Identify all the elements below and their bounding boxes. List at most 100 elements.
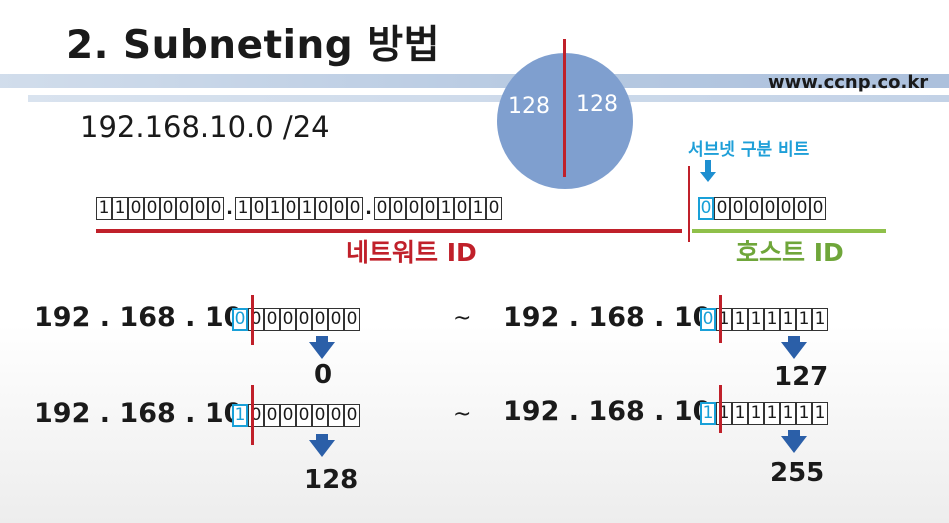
host-id-label: 호스트 ID <box>736 238 844 267</box>
bit-cell: 1 <box>732 308 748 331</box>
bit-cell: 0 <box>714 197 730 220</box>
subnet-bit-arrow <box>705 160 711 173</box>
bit-cell: 1 <box>267 197 283 220</box>
bit-cell: 0 <box>264 404 280 427</box>
bit-cell: 1 <box>470 197 486 220</box>
range2-start-arrow <box>309 440 335 457</box>
subnet-bit-label: 서브넷 구분 비트 <box>688 140 810 160</box>
bit-cell: 0 <box>746 197 762 220</box>
bit-cell: 0 <box>312 404 328 427</box>
circle-right-value: 128 <box>576 92 618 117</box>
circle-divider <box>563 39 566 177</box>
bit-cell: 0 <box>374 197 390 220</box>
subnet-bit-arrow-head <box>700 172 716 182</box>
bit-cell: 0 <box>390 197 406 220</box>
range1-end-divider <box>719 295 722 343</box>
bit-cell: 1 <box>700 402 716 425</box>
bit-cell: 0 <box>347 197 363 220</box>
bit-cell: 0 <box>422 197 438 220</box>
bit-cell: 0 <box>454 197 470 220</box>
host-id-underline <box>692 229 886 233</box>
bit-cell: 1 <box>748 402 764 425</box>
bit-cell: 0 <box>344 404 360 427</box>
bit-cell: 0 <box>160 197 176 220</box>
bit-cell: 1 <box>232 404 248 427</box>
header-band-thin <box>28 95 949 102</box>
range2-end-arrow-stem <box>788 430 800 436</box>
bit-cell: 0 <box>328 404 344 427</box>
header-band <box>0 74 949 88</box>
bit-cell: 0 <box>280 404 296 427</box>
network-host-divider <box>688 166 690 242</box>
range1-start-prefix: 192 . 168 . 10 . <box>34 302 263 333</box>
bit-cell: 1 <box>235 197 251 220</box>
bit-cell: 0 <box>251 197 267 220</box>
bit-cell: 1 <box>764 308 780 331</box>
bit-cell: 0 <box>192 197 208 220</box>
bit-cell: 0 <box>315 197 331 220</box>
bit-cell: 1 <box>764 402 780 425</box>
bit-cell: 0 <box>312 308 328 331</box>
bit-cell: 1 <box>796 308 812 331</box>
range2-start-result: 128 <box>304 465 359 495</box>
range2-start-prefix: 192 . 168 . 10 . <box>34 398 263 429</box>
bit-cell: 1 <box>812 402 828 425</box>
range1-end-arrow <box>781 342 807 359</box>
bit-cell: 0 <box>283 197 299 220</box>
bit-cell: 0 <box>486 197 502 220</box>
range1-end-result: 127 <box>774 362 829 392</box>
bit-cell: 0 <box>128 197 144 220</box>
range1-start-arrow-stem <box>316 336 328 342</box>
range1-start-divider <box>251 295 254 345</box>
bit-cell: 1 <box>438 197 454 220</box>
bit-cell: 1 <box>780 308 796 331</box>
bit-cell: 0 <box>328 308 344 331</box>
bit-cell: 0 <box>264 308 280 331</box>
range2-end-divider <box>719 385 722 433</box>
bit-cell: 0 <box>794 197 810 220</box>
bit-cell: 0 <box>331 197 347 220</box>
bit-cell: 0 <box>698 197 714 220</box>
bit-cell: 0 <box>296 308 312 331</box>
bit-cell: 1 <box>796 402 812 425</box>
range2-end-result: 255 <box>770 458 825 488</box>
website-url: www.ccnp.co.kr <box>768 72 929 93</box>
page-title: 2. Subneting 방법 <box>66 23 441 68</box>
range2-start-divider <box>251 385 254 445</box>
bit-cell: 1 <box>96 197 112 220</box>
range1-end-prefix: 192 . 168 . 10 . <box>503 302 732 333</box>
bit-cell: 1 <box>780 402 796 425</box>
bit-cell: 0 <box>232 308 248 331</box>
range2-end-prefix: 192 . 168 . 10 . <box>503 396 732 427</box>
bit-cell: 0 <box>406 197 422 220</box>
bit-cell: 0 <box>280 308 296 331</box>
bit-cell: 1 <box>812 308 828 331</box>
bit-cell: 0 <box>810 197 826 220</box>
bit-cell: 0 <box>778 197 794 220</box>
bit-cell: 1 <box>299 197 315 220</box>
bit-cell: 0 <box>176 197 192 220</box>
bit-cell: 1 <box>732 402 748 425</box>
range2-end-arrow <box>781 436 807 453</box>
range1-tilde: ~ <box>453 306 472 331</box>
range1-end-arrow-stem <box>788 336 800 342</box>
range2-start-arrow-stem <box>316 434 328 440</box>
network-address: 192.168.10.0 /24 <box>80 110 330 144</box>
network-id-label: 네트워트 ID <box>346 238 477 267</box>
octet-separator: . <box>365 198 372 219</box>
range2-tilde: ~ <box>453 402 472 427</box>
range1-start-result: 0 <box>314 360 333 390</box>
bit-cell: 0 <box>144 197 160 220</box>
bit-cell: 0 <box>762 197 778 220</box>
bit-cell: 0 <box>730 197 746 220</box>
